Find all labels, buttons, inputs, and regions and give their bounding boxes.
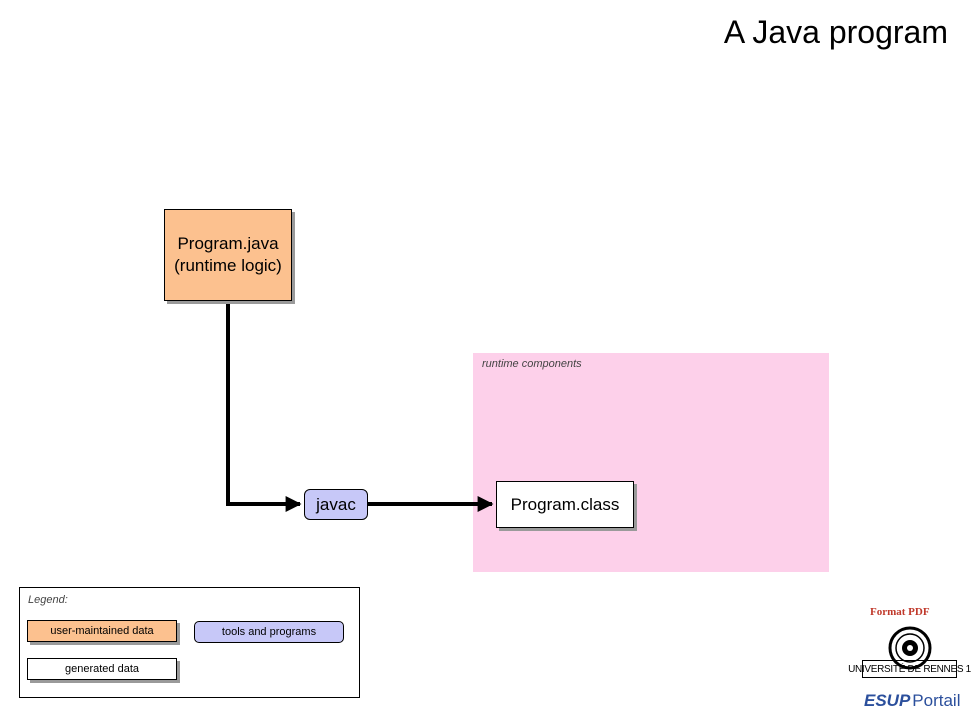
- legend-tools-swatch: tools and programs: [194, 621, 344, 643]
- runtime-components-label: runtime components: [482, 358, 582, 370]
- java-to-javac-arrow: [226, 302, 302, 512]
- esup-logo-mark: ESUP: [864, 691, 911, 710]
- program-java-description: (runtime logic): [174, 256, 282, 275]
- legend-generated-swatch: generated data: [27, 658, 177, 680]
- esup-portail-logo: ESUP Portail: [864, 689, 960, 713]
- esup-logo-text: Portail: [912, 691, 961, 710]
- slide-title: A Java program: [723, 14, 948, 50]
- format-pdf-link[interactable]: Format PDF: [870, 606, 930, 618]
- javac-tool-box: javac: [304, 489, 368, 520]
- javac-label: javac: [316, 494, 356, 514]
- legend-user-maintained-swatch: user-maintained data: [27, 620, 177, 642]
- legend-title: Legend:: [28, 594, 68, 606]
- university-name-logo: UNIVERSITÉ DE RENNES 1: [848, 660, 971, 678]
- legend-tools-label: tools and programs: [221, 626, 317, 638]
- program-java-box: Program.java (runtime logic): [164, 209, 292, 301]
- program-java-filename: Program.java: [177, 234, 279, 253]
- legend-generated-label: generated data: [64, 663, 139, 675]
- program-class-box: Program.class: [496, 481, 634, 528]
- university-seal-icon: [888, 626, 932, 670]
- legend-user-maintained-label: user-maintained data: [50, 625, 154, 637]
- program-class-label: Program.class: [510, 494, 620, 514]
- runtime-components-region: [473, 353, 829, 572]
